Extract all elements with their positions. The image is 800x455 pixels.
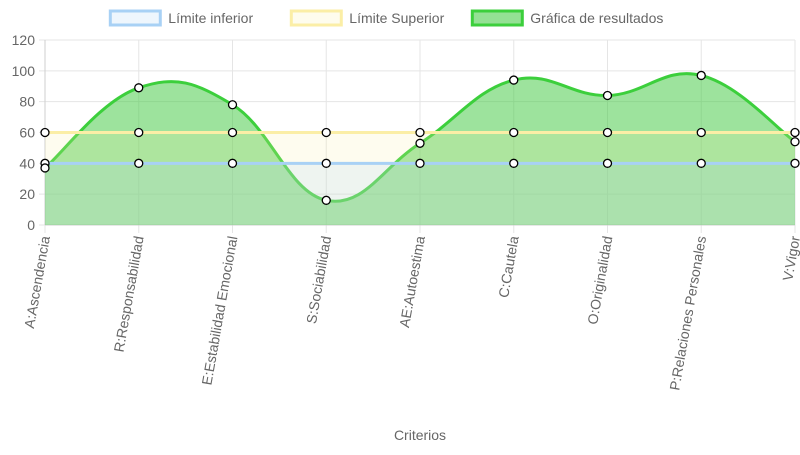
x-axis-title: Criterios — [394, 427, 446, 443]
data-point[interactable] — [134, 158, 144, 168]
legend-item[interactable]: Gráfica de resultados — [470, 9, 663, 27]
data-point[interactable] — [415, 158, 425, 168]
data-point[interactable] — [40, 163, 50, 173]
x-tick-label: E:Estabilidad Emocional — [198, 235, 240, 386]
legend-label: Gráfica de resultados — [530, 10, 663, 26]
data-point[interactable] — [602, 158, 613, 168]
series-area-0 — [45, 163, 795, 225]
y-tick-label: 0 — [27, 217, 35, 233]
legend-swatch — [470, 9, 524, 27]
legend-label: Límite Superior — [349, 10, 444, 26]
data-point[interactable] — [509, 158, 519, 168]
y-tick-label: 40 — [19, 155, 35, 171]
y-tick-label: 80 — [19, 94, 35, 110]
points-layer — [40, 70, 800, 205]
data-point[interactable] — [790, 137, 800, 147]
y-tick-label: 20 — [19, 186, 35, 202]
legend-item[interactable]: Límite inferior — [108, 9, 253, 27]
x-tick-label: C:Cautela — [495, 235, 522, 299]
data-point[interactable] — [321, 158, 331, 168]
data-point[interactable] — [696, 70, 706, 81]
data-point[interactable] — [415, 138, 425, 148]
data-point[interactable] — [696, 158, 706, 168]
data-point[interactable] — [227, 100, 238, 110]
x-axis: A:Ascendencia R:Responsabilidad E:Estabili… — [21, 234, 800, 391]
data-point[interactable] — [415, 127, 425, 138]
data-point[interactable] — [696, 127, 706, 138]
data-point[interactable] — [40, 127, 50, 138]
y-tick-label: 60 — [19, 125, 35, 141]
x-tick-label: V:Vigor — [779, 234, 800, 282]
y-axis: 0 20 40 60 80 100 120 — [12, 32, 36, 233]
series-area-2 — [45, 73, 795, 225]
data-point[interactable] — [509, 127, 519, 138]
data-point[interactable] — [790, 127, 800, 138]
data-point[interactable] — [227, 127, 238, 138]
y-tick-label: 120 — [12, 32, 36, 48]
legend-label: Límite inferior — [168, 10, 253, 26]
data-point[interactable] — [321, 195, 331, 205]
x-tick-label: AE:Autoestima — [396, 235, 428, 329]
y-tick-label: 100 — [12, 63, 36, 79]
x-tick-label: S:Sociabilidad — [303, 235, 334, 325]
legend-swatch — [108, 9, 162, 27]
x-tick-label: R:Responsabilidad — [111, 235, 147, 354]
data-point[interactable] — [509, 75, 519, 85]
x-tick-label: A:Ascendencia — [21, 235, 53, 330]
legend: Límite inferior Límite Superior Gráfica de… — [108, 9, 663, 27]
data-point[interactable] — [602, 127, 613, 138]
x-tick-label: O:Originalidad — [584, 235, 615, 326]
legend-swatch — [289, 9, 343, 27]
data-point[interactable] — [790, 158, 800, 168]
data-point[interactable] — [134, 127, 144, 138]
data-point[interactable] — [227, 158, 238, 168]
legend-item[interactable]: Límite Superior — [289, 9, 445, 27]
data-point[interactable] — [134, 83, 144, 93]
x-tick-label: P:Relaciones Personales — [666, 235, 709, 392]
data-point[interactable] — [602, 90, 613, 101]
series-line-2 — [44, 72, 796, 203]
data-point[interactable] — [321, 127, 331, 138]
series-area-1 — [45, 132, 795, 225]
